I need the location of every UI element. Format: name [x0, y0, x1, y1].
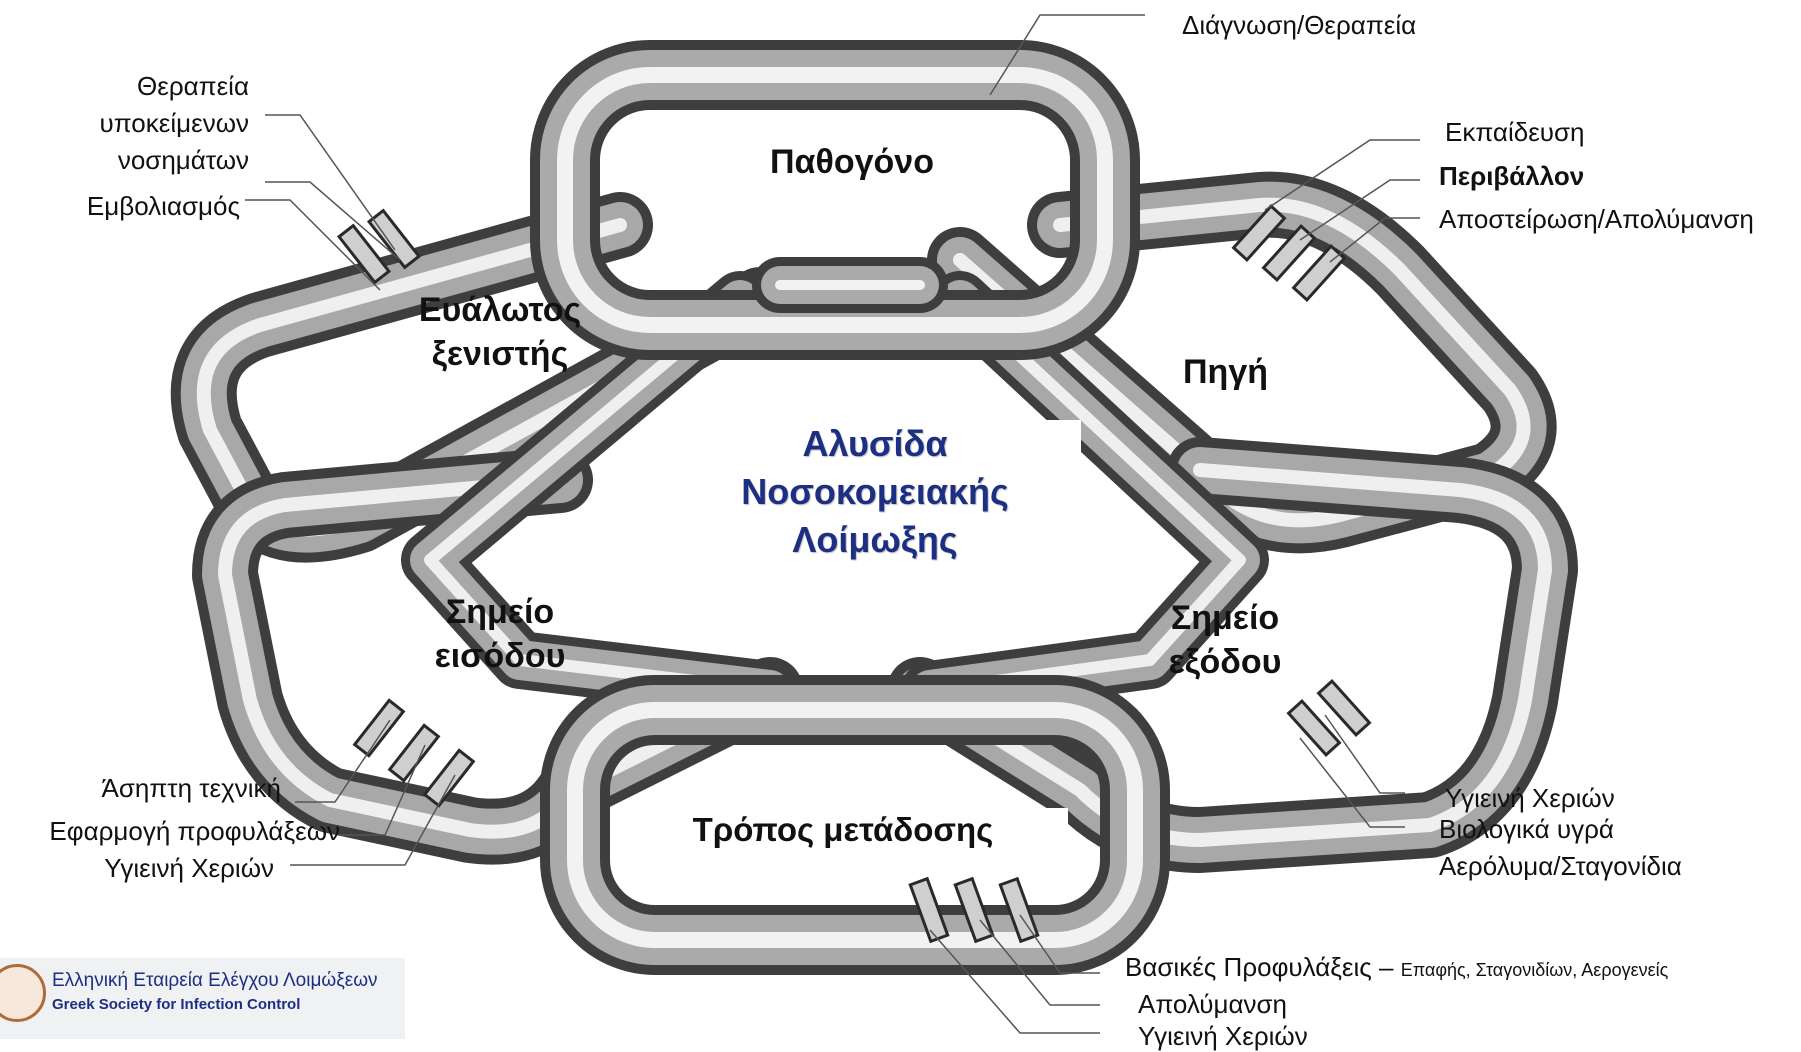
label-entry-2: Εφαρμογή προφυλάξεων: [49, 816, 340, 846]
society-emblem-icon: [0, 964, 46, 1022]
label-host-2: υποκείμενων: [99, 108, 250, 138]
label-diagnosis: Διάγνωση/Θεραπεία: [1182, 10, 1417, 40]
node-exit: Σημείο εξόδου: [1130, 596, 1320, 684]
link-pathogen: [530, 40, 1140, 360]
label-source-2: Περιβάλλον: [1439, 161, 1585, 191]
chain-links: [170, 40, 1578, 975]
node-exit-line1: Σημείο: [1170, 599, 1280, 637]
diagram-title: Αλυσίδα Νοσοκομειακής Λοίμωξης: [669, 420, 1081, 565]
logo-text-greek: Ελληνική Εταιρεία Ελέγχου Λοιμώξεων: [52, 970, 378, 991]
leader-lines: [245, 14, 1420, 1034]
title-line-3: Λοίμωξης: [792, 519, 958, 560]
title-line-2: Νοσοκομειακής: [741, 471, 1009, 512]
node-host-line2: ξενιστής: [431, 335, 569, 373]
node-host-line1: Ευάλωτος: [418, 291, 582, 329]
label-host-3: νοσημάτων: [117, 145, 249, 175]
label-exit-2: Βιολογικά υγρά: [1439, 814, 1614, 844]
link-transmission: [540, 675, 1170, 975]
label-host-1: Θεραπεία: [137, 71, 249, 101]
label-exit-1: Υγιεινή Χεριών: [1445, 783, 1615, 813]
link-entry: [192, 447, 803, 865]
label-source-3: Αποστείρωση/Απολύμανση: [1439, 204, 1754, 234]
node-pathogen: Παθογόνο: [770, 143, 934, 181]
title-line-1: Αλυσίδα: [802, 423, 948, 464]
node-entry: Σημείο εισόδου: [405, 590, 595, 678]
node-entry-line2: εισόδου: [434, 637, 566, 675]
label-transmission-1-detail: Επαφής, Σταγονιδίων, Αερογενείς: [1400, 960, 1669, 980]
node-host: Ευάλωτος ξενιστής: [410, 288, 590, 376]
label-entry-3: Υγιεινή Χεριών: [104, 853, 274, 883]
logo-text-english: Greek Society for Infection Control: [52, 996, 301, 1013]
label-entry-1: Άσηπτη τεχνική: [101, 773, 282, 803]
node-transmission: Τρόπος μετάδοσης: [618, 808, 1068, 852]
label-exit-3: Αερόλυμα/Σταγονίδια: [1439, 851, 1682, 881]
label-host-4: Εμβολιασμός: [86, 191, 240, 221]
label-transmission-2: Απολύμανση: [1138, 989, 1287, 1019]
node-source: Πηγή: [1183, 353, 1268, 391]
label-transmission-3: Υγιεινή Χεριών: [1138, 1021, 1308, 1051]
society-logo: Ελληνική Εταιρεία Ελέγχου Λοιμώξεων Gree…: [0, 958, 405, 1039]
link-source: [927, 171, 1557, 554]
link-inner-diagonals: [401, 271, 1269, 719]
node-exit-line2: εξόδου: [1168, 643, 1282, 681]
label-transmission-1: Βασικές Προφυλάξεις – Επαφής, Σταγονιδίω…: [1125, 951, 1668, 986]
label-transmission-1-main: Βασικές Προφυλάξεις –: [1125, 952, 1394, 982]
node-entry-line1: Σημείο: [445, 593, 555, 631]
label-source-1: Εκπαίδευση: [1445, 117, 1585, 147]
